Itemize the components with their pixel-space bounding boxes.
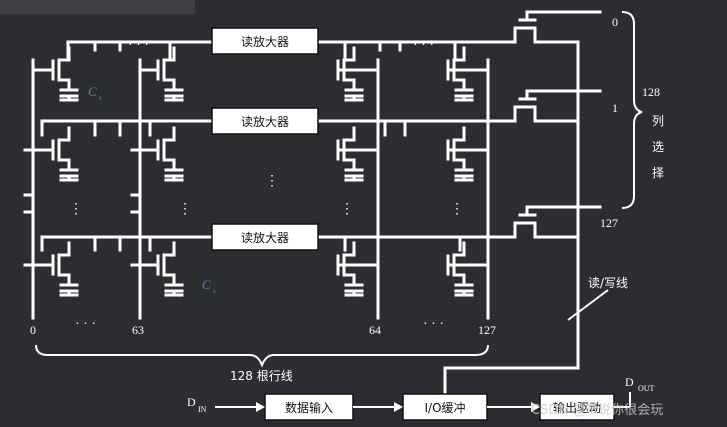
dout-label: D xyxy=(625,375,634,389)
memory-cell xyxy=(446,126,490,182)
col-select-char-1: 列 xyxy=(652,114,664,128)
din-subscript: IN xyxy=(198,405,207,414)
row-label-63: 63 xyxy=(132,323,144,337)
sense-amp-0: 读放大器 xyxy=(211,27,319,55)
col-label-0: 0 xyxy=(612,15,618,29)
sense-amp-127-label: 读放大器 xyxy=(241,230,289,245)
row-label-0: 0 xyxy=(30,323,36,337)
memory-cell xyxy=(31,46,79,102)
io-buffer-block: I/O缓冲 xyxy=(402,393,488,421)
cropped-header-fragment xyxy=(0,0,195,14)
col-transistor-1 xyxy=(513,89,602,123)
ellipsis-vertical-3: ⋮ xyxy=(340,202,354,217)
memory-cell xyxy=(138,241,184,297)
din-label: D xyxy=(187,395,196,409)
memory-cell xyxy=(138,126,184,182)
ellipsis-bottom-left: · · · xyxy=(75,317,96,332)
col-label-127: 127 xyxy=(600,216,618,230)
memory-cells xyxy=(23,46,490,297)
col-label-1: 1 xyxy=(612,101,618,115)
memory-cell xyxy=(446,46,490,102)
memory-cell xyxy=(31,126,79,182)
bit-lines xyxy=(40,40,517,252)
rw-line-label: 读/写线 xyxy=(588,276,628,290)
col-count-label: 128 xyxy=(642,85,660,99)
sense-amp-127: 读放大器 xyxy=(211,223,319,251)
row-label-127: 127 xyxy=(478,323,496,337)
ellipsis-top-left: · · · xyxy=(128,38,149,53)
read-write-line xyxy=(443,40,609,396)
sense-amp-1: 读放大器 xyxy=(211,107,319,135)
col-select-char-2: 选 xyxy=(652,140,664,154)
memory-cell xyxy=(446,241,490,297)
row-lines-label: 128 根行线 xyxy=(230,369,293,383)
cs-label-top: C xyxy=(88,84,97,99)
col-select-char-3: 择 xyxy=(652,166,664,180)
io-buffer-label: I/O缓冲 xyxy=(424,400,465,415)
col-transistor-0 xyxy=(513,10,602,44)
row-lines xyxy=(31,58,490,320)
output-driver-block: 输出驱动 xyxy=(539,393,615,421)
dout-subscript: OUT xyxy=(638,384,655,393)
sense-amp-1-label: 读放大器 xyxy=(241,114,289,129)
cs-sub-top: s xyxy=(99,94,102,102)
memory-cell xyxy=(138,46,184,102)
ellipsis-vertical-2: ⋮ xyxy=(178,202,192,217)
data-flow-arrows xyxy=(215,392,631,412)
sense-amp-0-label: 读放大器 xyxy=(241,34,289,49)
memory-cell xyxy=(336,126,380,182)
ellipsis-bottom-right: · · · xyxy=(423,317,444,332)
column-select-transistors xyxy=(513,10,602,239)
col-transistor-127 xyxy=(513,205,602,239)
cs-label-bottom: C xyxy=(202,277,211,292)
ellipsis-top-right: · · · xyxy=(413,38,434,53)
data-input-label: 数据输入 xyxy=(285,400,333,415)
row-brace xyxy=(35,344,489,368)
output-driver-label: 输出驱动 xyxy=(553,400,601,415)
row-label-64: 64 xyxy=(369,323,381,337)
watermark: CSDN @听说你很会玩 xyxy=(531,403,663,418)
ellipsis-vertical-4: ⋮ xyxy=(450,202,464,217)
memory-cell xyxy=(336,241,380,297)
data-input-block: 数据输入 xyxy=(264,393,354,421)
ellipsis-vertical-1: ⋮ xyxy=(69,202,83,217)
cs-sub-bottom: s xyxy=(213,287,216,295)
memory-cell xyxy=(336,46,380,102)
column-brace xyxy=(621,11,643,209)
ellipsis-vertical-center: ⋮ xyxy=(265,174,279,189)
memory-cell xyxy=(31,241,79,297)
